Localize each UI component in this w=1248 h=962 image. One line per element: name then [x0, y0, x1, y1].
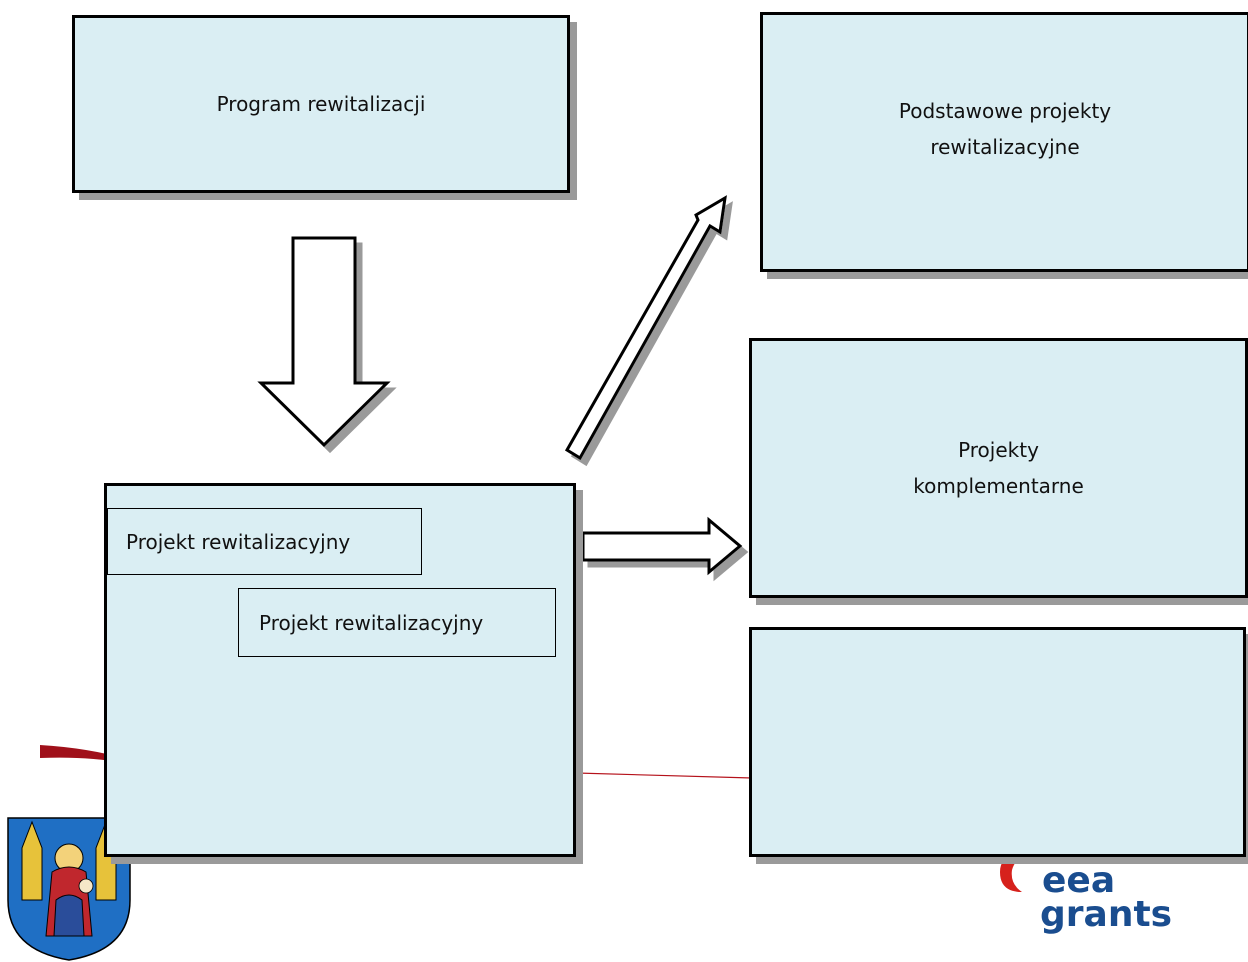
- eea-wordmark-bottom: grants: [1040, 894, 1173, 935]
- eea-norway-label: NORWAY: [1040, 855, 1085, 865]
- inner-project-label-2: Projekt rewitalizacyjny: [259, 610, 484, 635]
- red-divider-line: [575, 772, 753, 779]
- program-box: Program rewitalizacji: [72, 15, 570, 193]
- inner-project-label-1: Projekt rewitalizacyjny: [126, 529, 351, 554]
- empty-bottom-right-box: [749, 627, 1246, 857]
- complementary-projects-line1: Projekty: [958, 438, 1039, 462]
- diagonal-arrow-icon: [564, 195, 727, 461]
- basic-projects-label: Podstawowe projekty rewitalizacyjne: [899, 93, 1111, 165]
- complementary-projects-box: Projekty komplementarne: [749, 338, 1248, 598]
- basic-projects-line1: Podstawowe projekty: [898, 99, 1112, 123]
- complementary-projects-line2: komplementarne: [913, 474, 1084, 498]
- right-arrow-icon: [581, 516, 743, 576]
- eea-grants-wordmark: eea grants: [1040, 860, 1173, 935]
- coat-of-arms-icon: [7, 817, 131, 961]
- inner-project-box-2: Projekt rewitalizacyjny: [238, 588, 556, 657]
- program-label: Program rewitalizacji: [216, 92, 426, 116]
- eea-wordmark-top: eea: [1042, 860, 1116, 901]
- eea-grants-logo-icon: [1000, 852, 1032, 892]
- down-arrow-icon: [257, 236, 391, 448]
- inner-project-box-1: Projekt rewitalizacyjny: [107, 508, 422, 575]
- complementary-projects-label: Projekty komplementarne: [913, 432, 1084, 504]
- basic-projects-box: Podstawowe projekty rewitalizacyjne: [760, 12, 1248, 272]
- basic-projects-line2: rewitalizacyjne: [930, 135, 1080, 159]
